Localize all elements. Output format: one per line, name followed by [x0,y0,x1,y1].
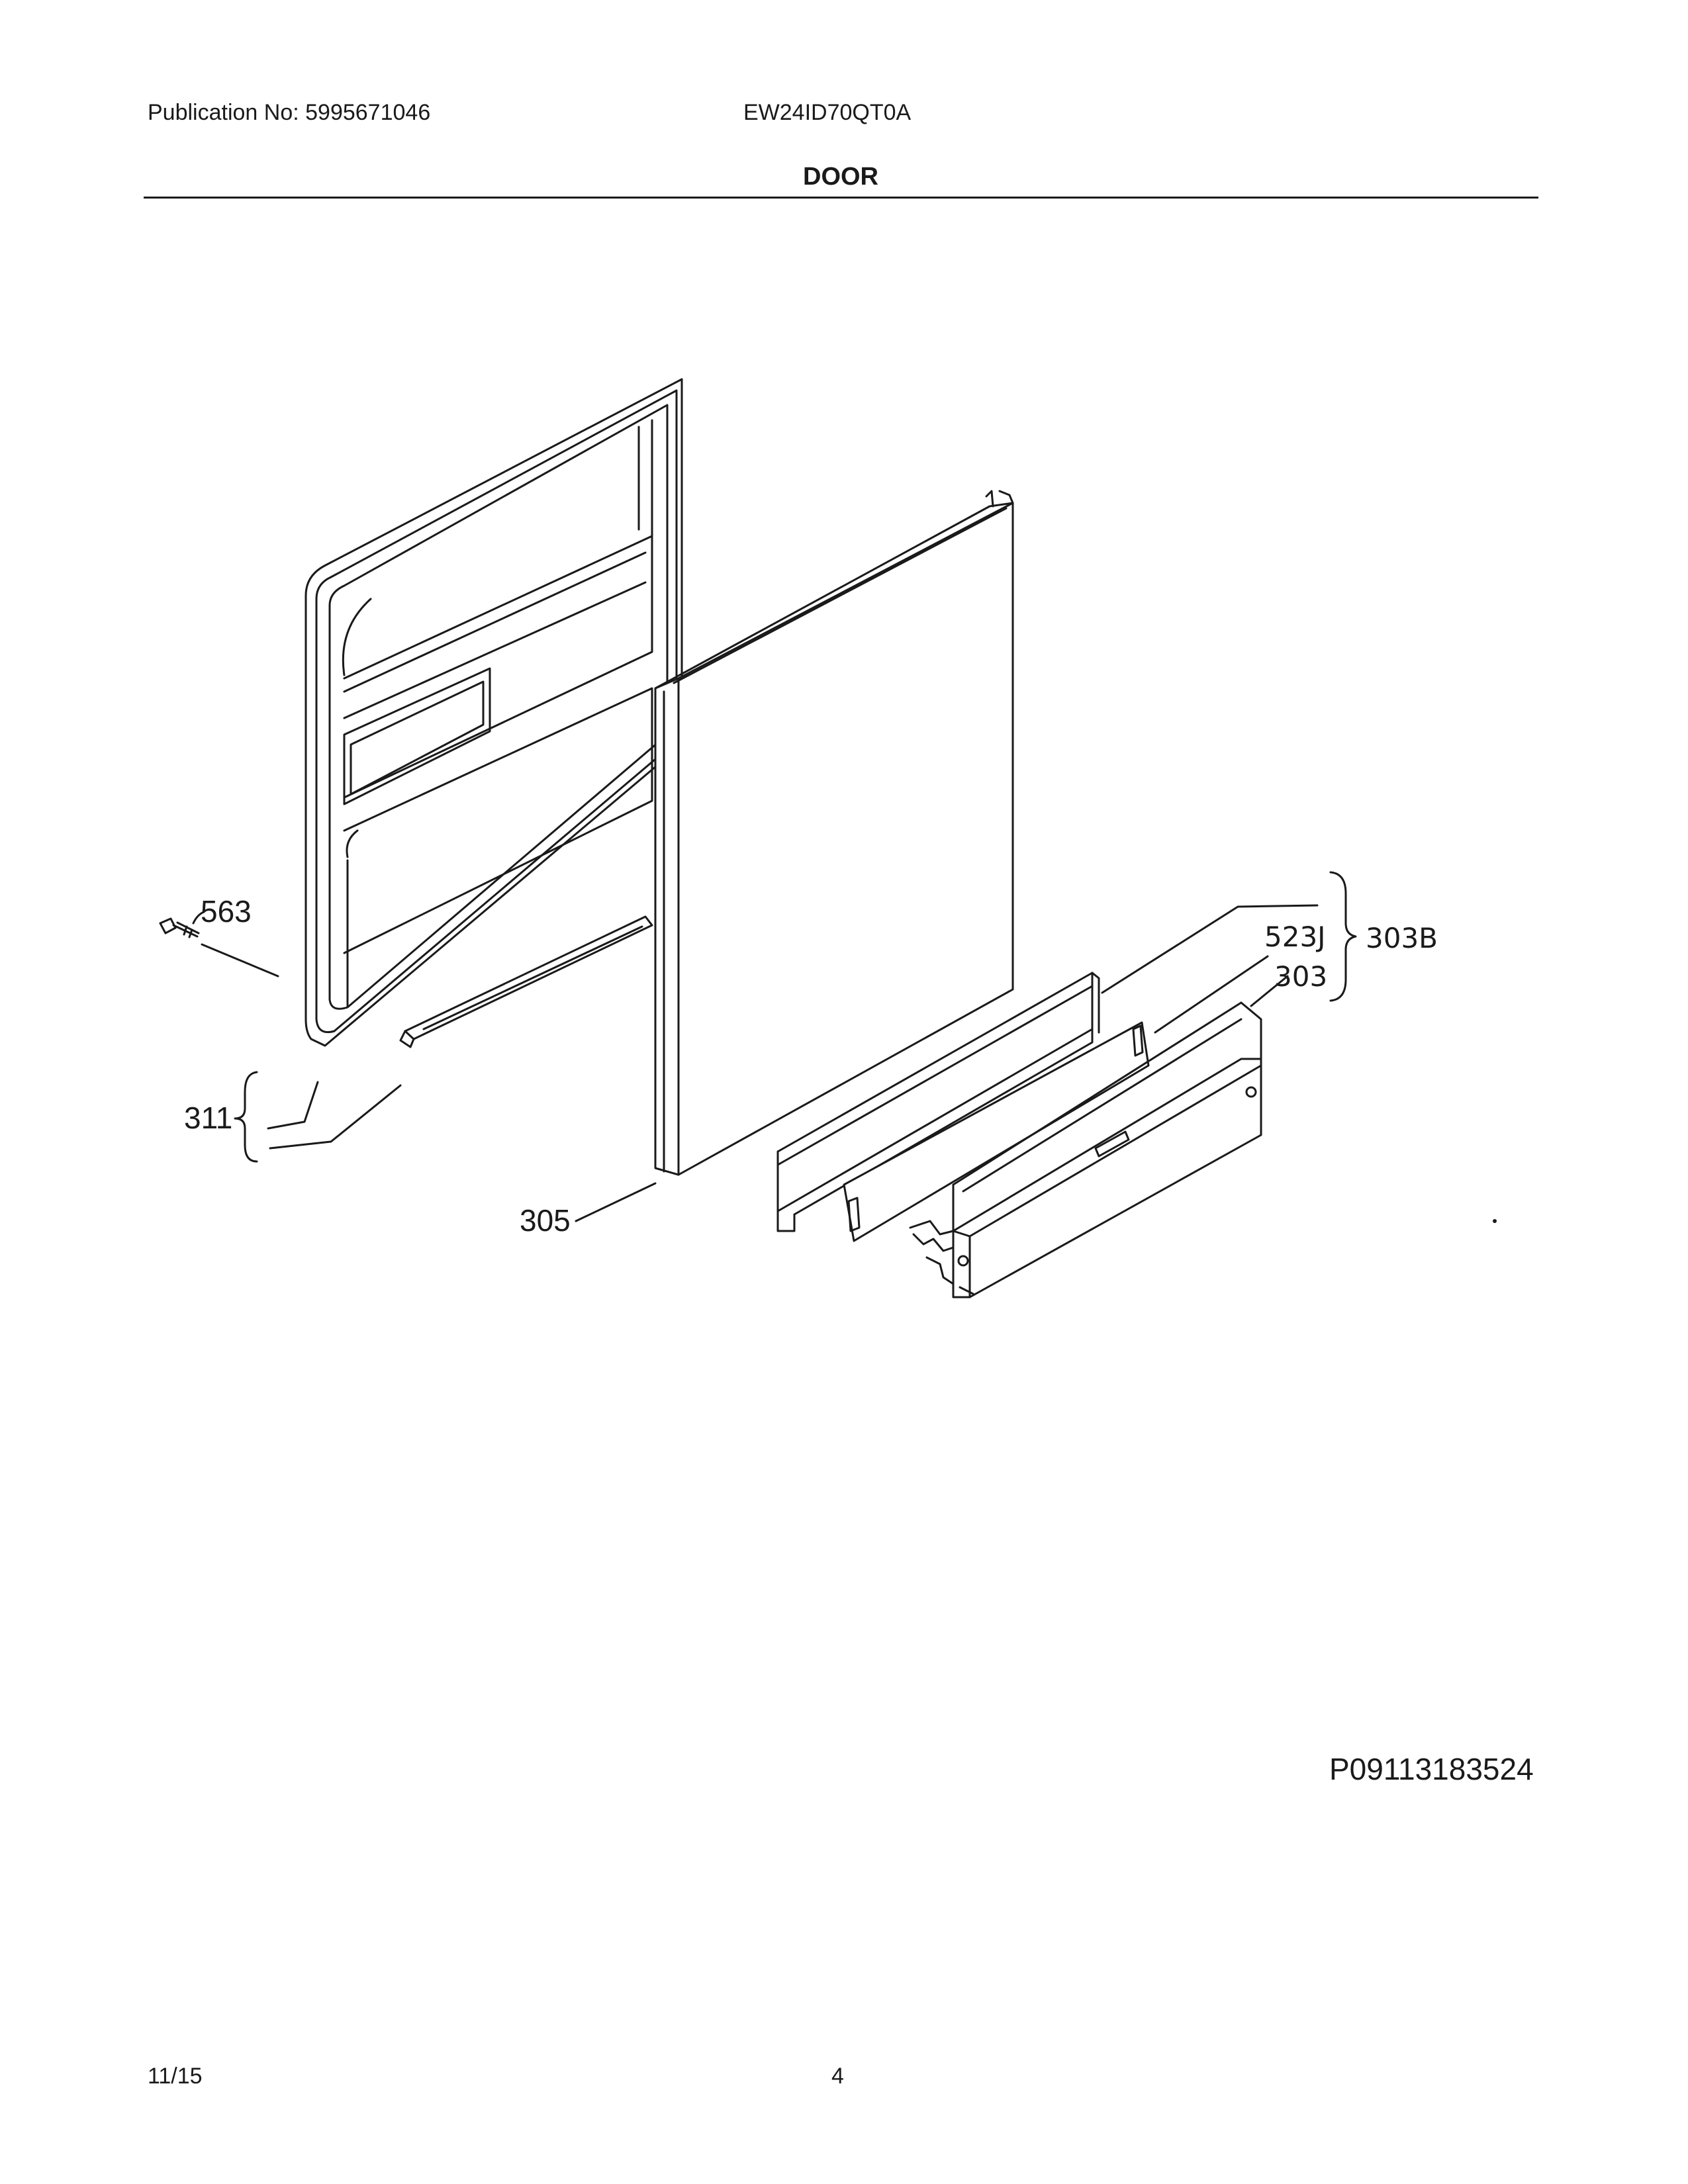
leader-311-upper [267,1081,319,1130]
callout-563: 563 [201,894,252,929]
callout-303: 303 [1274,960,1327,993]
toe-kick-bracket-523j-slots [843,1021,1150,1242]
bracket-slot-left [847,1197,861,1232]
base-rail-body [952,1058,1262,1298]
bracket-slot-right [1132,1024,1144,1057]
footer-date: 11/15 [148,2064,203,2089]
leader-305 [575,1182,657,1222]
brace-311 [234,1071,258,1163]
callout-303b: 303B [1366,922,1438,954]
figure-code: P09113183524 [1329,1752,1534,1786]
page-number: 4 [831,2064,844,2089]
leader-563 [201,943,279,978]
base-rail-303 [909,1001,1262,1298]
callout-305: 305 [520,1203,571,1238]
leader-311-lower [269,1084,402,1150]
rail-screw-hole-1 [957,1255,969,1267]
outer-door-panel-305 [654,490,1014,1176]
inner-door-outline [305,378,683,1047]
section-title: DOOR [803,163,878,191]
rail-screw-hole-2 [1245,1086,1257,1098]
leader-523j-lower [1154,955,1269,1034]
model-number: EW24ID70QT0A [743,100,912,125]
inner-door-panel-inset [328,404,669,1010]
detergent-dispenser-recess [343,667,491,805]
leader-563-hook [192,911,205,925]
outer-panel-edge [654,677,680,1176]
door-upper-recess [342,598,372,676]
inner-door-part [305,378,683,1048]
callout-311: 311 [184,1101,232,1135]
brace-303b [1329,871,1357,1002]
header-rule [144,197,1538,199]
toe-kick-panel-523j [776,972,1100,1232]
lower-seal-strip-311 [404,915,653,1040]
leader-303 [1250,975,1289,1007]
publication-number: Publication No: 5995671046 [148,100,431,125]
leader-523j-upper [1101,904,1319,994]
screw-563 [159,917,200,938]
callout-523j: 523J [1264,921,1326,953]
